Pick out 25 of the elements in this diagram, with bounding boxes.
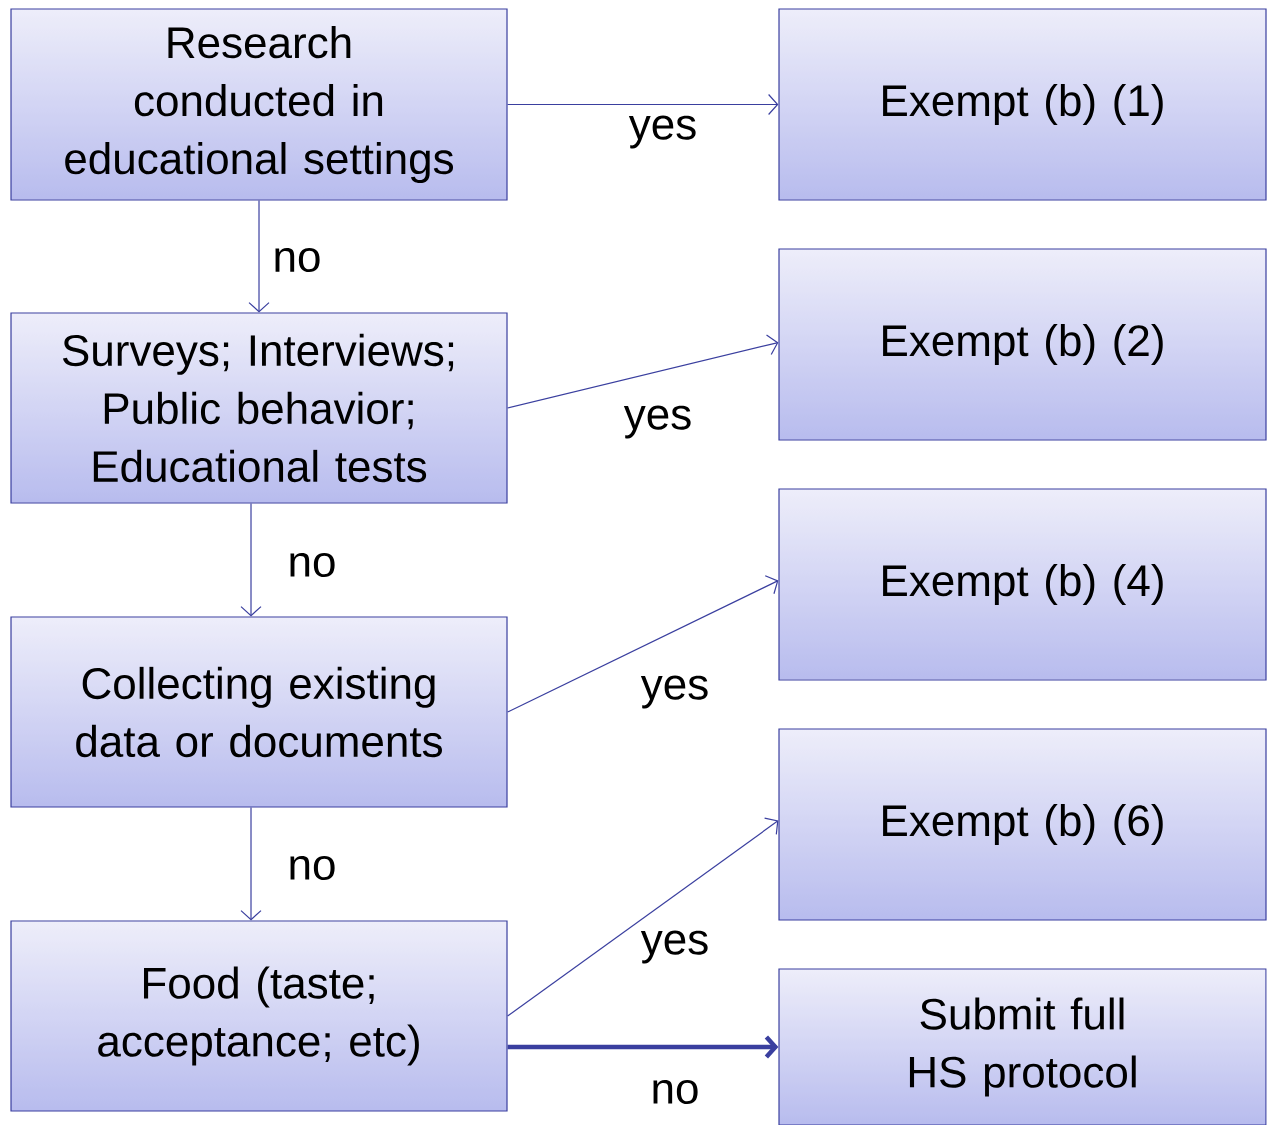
edge-label: yes xyxy=(640,930,708,964)
edge-label: no xyxy=(275,247,320,273)
edge-label: yes xyxy=(623,405,691,439)
arrow xyxy=(507,575,779,713)
edge-label: no xyxy=(653,1079,698,1105)
process-box: Exempt (b) (6) xyxy=(778,728,1267,921)
process-box: Exempt (b) (1) xyxy=(778,8,1267,201)
process-box: Exempt (b) (2) xyxy=(778,248,1267,441)
process-box: Surveys; Interviews; Public behavior; Educational tests xyxy=(10,312,508,504)
edge-label: yes xyxy=(628,115,696,149)
process-box: Exempt (b) (4) xyxy=(778,488,1267,681)
arrow xyxy=(507,334,779,409)
process-box: Collecting existing data or documents xyxy=(10,616,508,808)
edge-label: no xyxy=(290,855,335,881)
process-box: Research conducted in educational settings xyxy=(10,8,508,201)
edge-label: no xyxy=(290,552,335,578)
arrow xyxy=(240,503,262,617)
edge-label: yes xyxy=(640,675,708,709)
arrow xyxy=(248,200,270,313)
arrow xyxy=(507,93,779,116)
process-box: Food (taste; acceptance; etc) xyxy=(10,920,508,1112)
arrow xyxy=(507,1035,779,1059)
process-box: Submit full HS protocol xyxy=(778,968,1267,1125)
arrow xyxy=(240,807,262,921)
arrow xyxy=(507,817,779,1017)
